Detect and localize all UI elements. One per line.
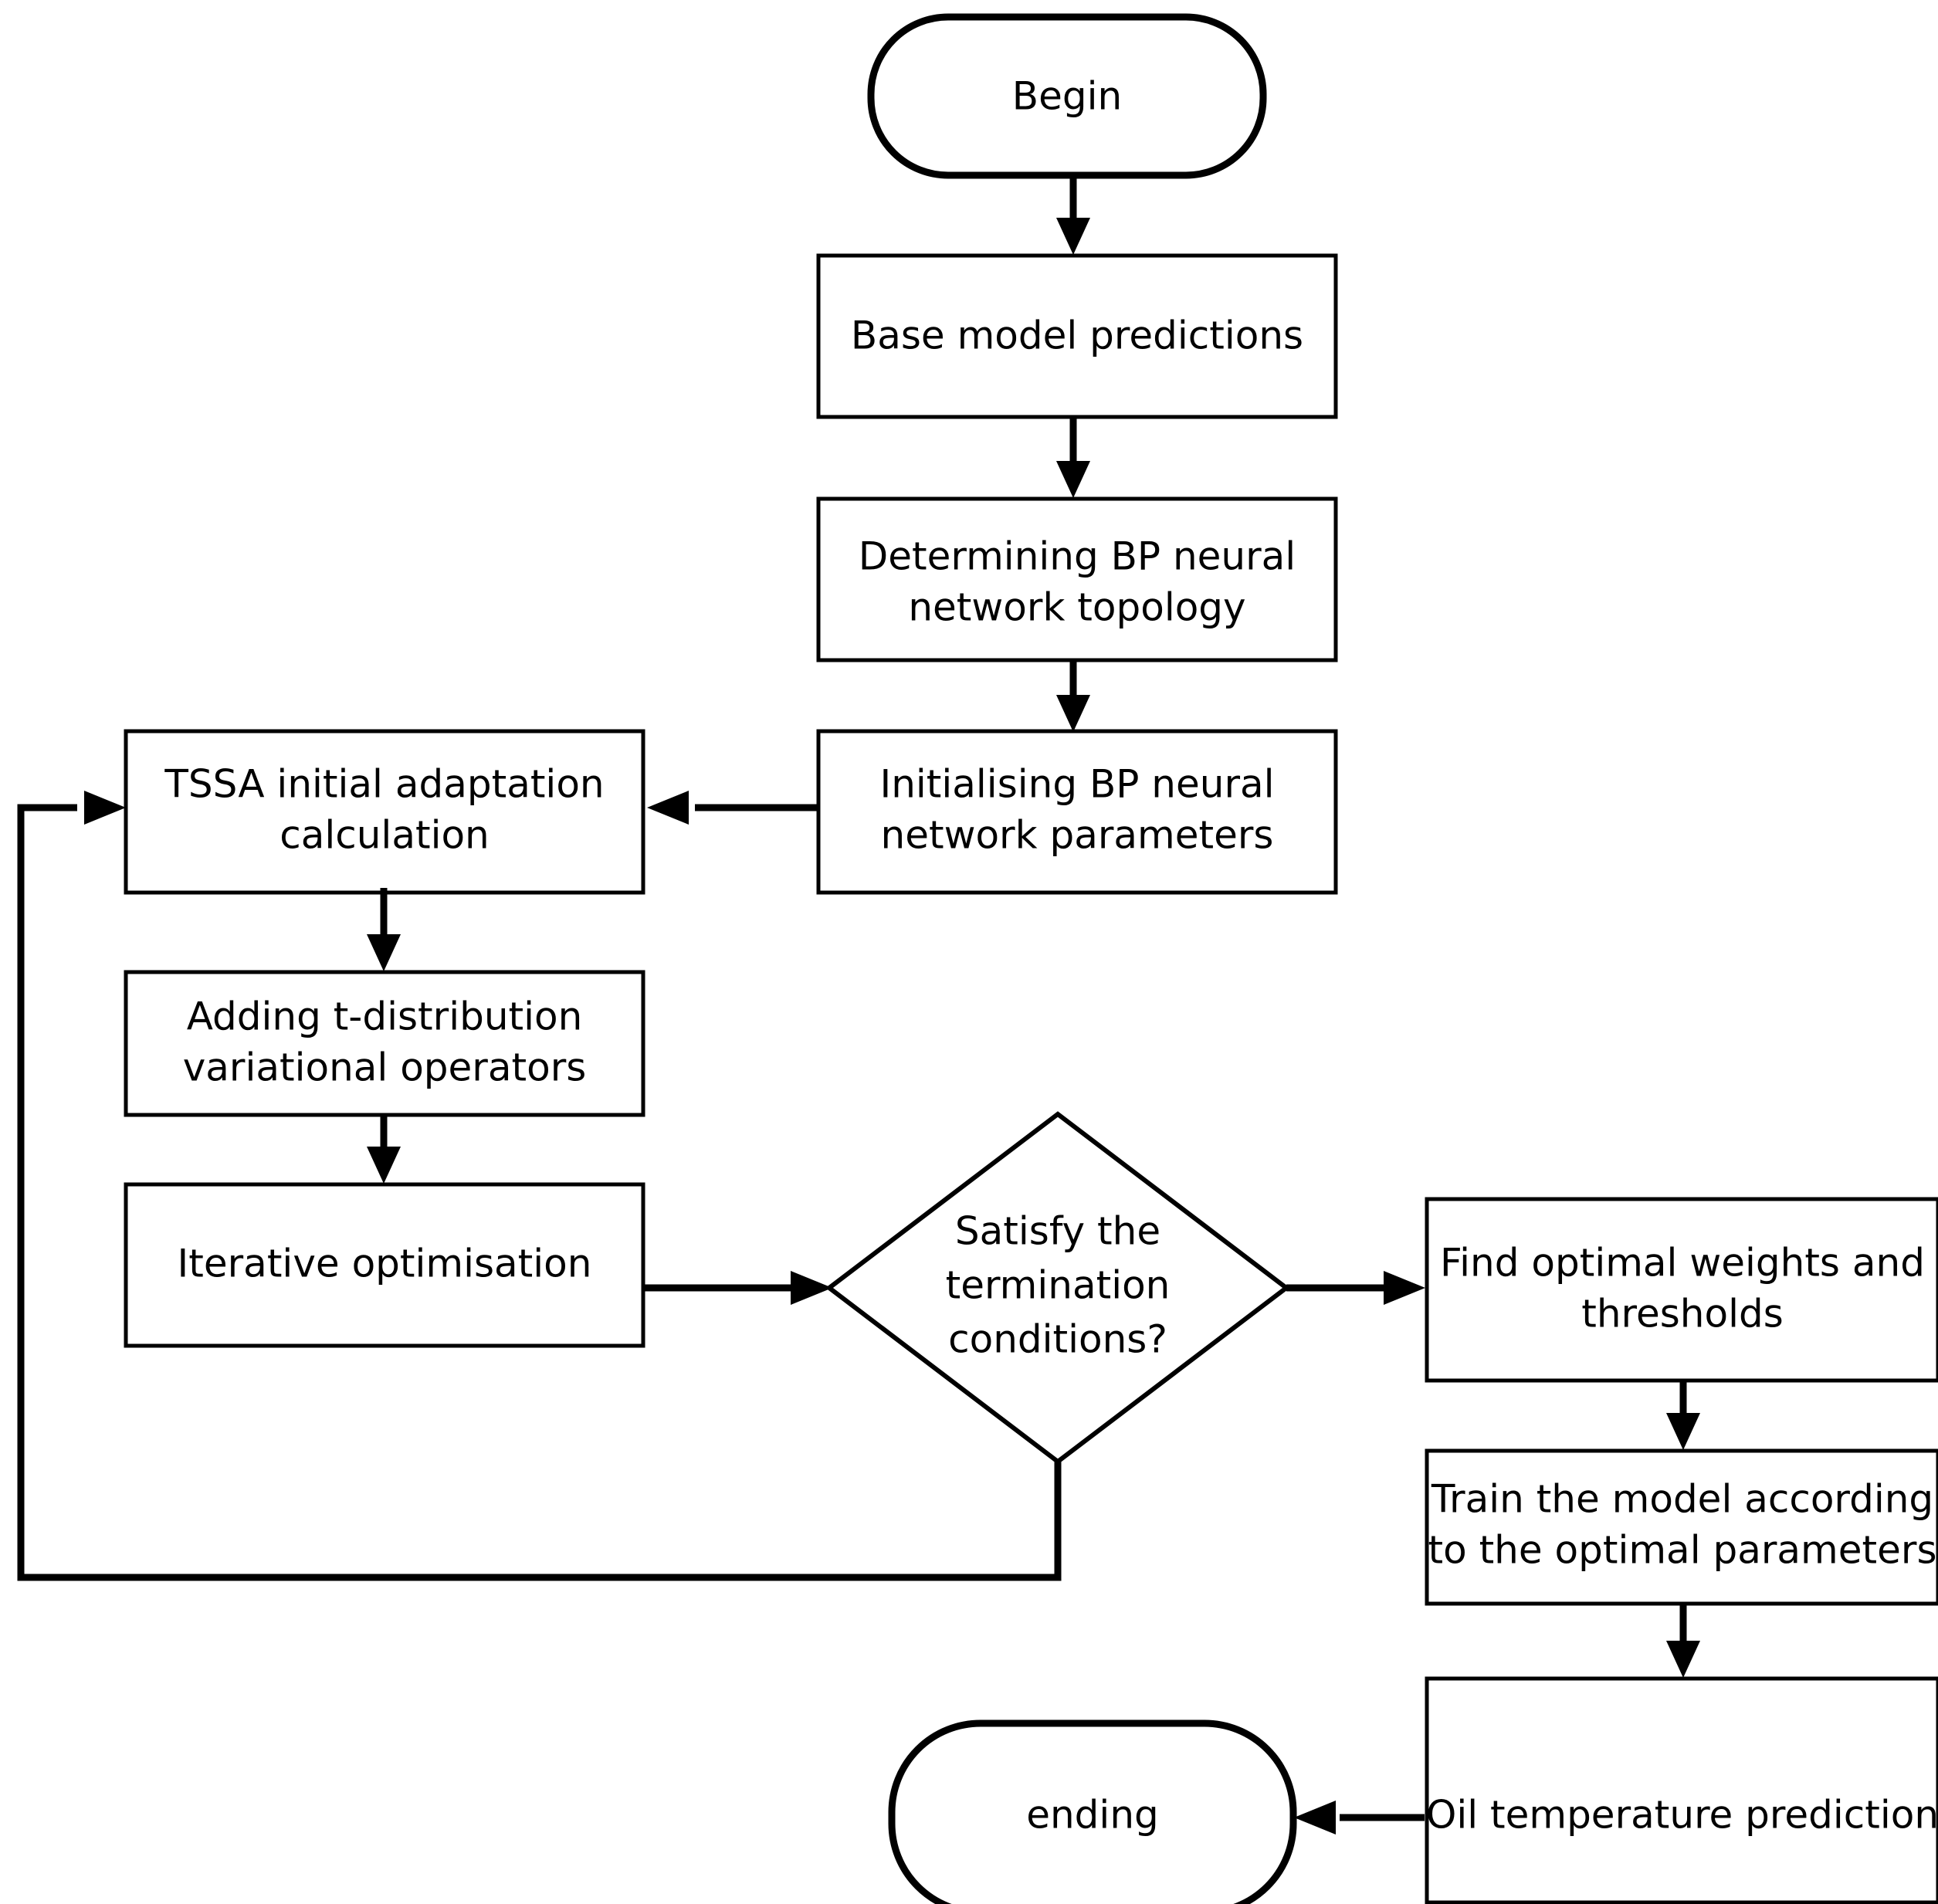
node-determining-bp-topology[interactable]: Determining BP neural network topology — [816, 496, 1338, 662]
node-base-model-predictions[interactable]: Base model predictions — [816, 253, 1338, 419]
edge-determine-topology-to-init-params — [1056, 660, 1090, 732]
node-iterative-optimisation[interactable]: Iterative optimisation — [124, 1182, 645, 1348]
node-tssa-initial-adaptation[interactable]: TSSA initial adaptation calculation — [124, 729, 645, 895]
node-termination-conditions-line-2: termination — [946, 1263, 1171, 1308]
node-termination-conditions-decision[interactable]: Satisfy the termination conditions? — [825, 1111, 1290, 1465]
node-initialising-bp-parameters-line-2: network parameters — [881, 813, 1274, 858]
node-find-optimal-weights-line-1: Find optimal weights and — [1440, 1241, 1925, 1286]
edge-termination-check-feedback-to-tssa — [17, 791, 1062, 1581]
node-adding-t-distribution-operators-line-1: Adding t-distribution — [187, 994, 583, 1039]
node-begin[interactable]: Begin — [867, 13, 1267, 179]
edge-termination-check-to-find-optimal — [1286, 1271, 1425, 1305]
node-adding-t-distribution-operators[interactable]: Adding t-distribution variational operat… — [124, 970, 645, 1117]
edge-tssa-to-t-distribution — [367, 888, 401, 971]
node-ending[interactable]: ending — [888, 1719, 1297, 1904]
node-termination-conditions-line-1: Satisfy the — [955, 1209, 1160, 1254]
node-train-model[interactable]: Train the model according to the optimal… — [1425, 1448, 1938, 1606]
node-oil-temperature-prediction-label: Oil temperature prediction — [1426, 1793, 1938, 1838]
node-train-model-line-2: to the optimal parameters — [1428, 1528, 1936, 1573]
node-initialising-bp-parameters-line-1: Initialising BP neural — [879, 762, 1274, 807]
node-determining-bp-topology-line-2: network topology — [908, 585, 1245, 630]
node-tssa-initial-adaptation-line-2: calculation — [280, 813, 490, 858]
node-find-optimal-weights-line-2: thresholds — [1581, 1292, 1784, 1337]
node-find-optimal-weights[interactable]: Find optimal weights and thresholds — [1425, 1197, 1938, 1383]
edge-begin-to-base-model — [1056, 174, 1090, 255]
node-iterative-optimisation-label: Iterative optimisation — [178, 1242, 592, 1286]
edge-train-model-to-oil-prediction — [1666, 1603, 1700, 1678]
edge-find-optimal-to-train-model — [1666, 1381, 1700, 1450]
node-tssa-initial-adaptation-line-1: TSSA initial adaptation — [164, 762, 604, 807]
node-ending-label: ending — [1026, 1793, 1159, 1838]
edge-init-params-to-tssa — [647, 791, 818, 825]
edge-oil-prediction-to-ending — [1294, 1801, 1425, 1835]
node-adding-t-distribution-operators-line-2: variational operators — [183, 1045, 587, 1090]
node-oil-temperature-prediction[interactable]: Oil temperature prediction — [1425, 1676, 1938, 1904]
node-determining-bp-topology-line-1: Determining BP neural — [859, 534, 1296, 579]
edge-t-distribution-to-iterative-opt — [367, 1114, 401, 1184]
node-base-model-predictions-label: Base model predictions — [851, 313, 1303, 358]
node-initialising-bp-parameters[interactable]: Initialising BP neural network parameter… — [816, 729, 1338, 895]
node-termination-conditions-line-3: conditions? — [948, 1317, 1167, 1362]
node-begin-label: Begin — [1012, 74, 1122, 119]
edge-iterative-opt-to-termination-check — [642, 1271, 832, 1305]
edge-base-model-to-determine-topology — [1056, 417, 1090, 498]
node-train-model-line-1: Train the model according — [1431, 1477, 1933, 1522]
